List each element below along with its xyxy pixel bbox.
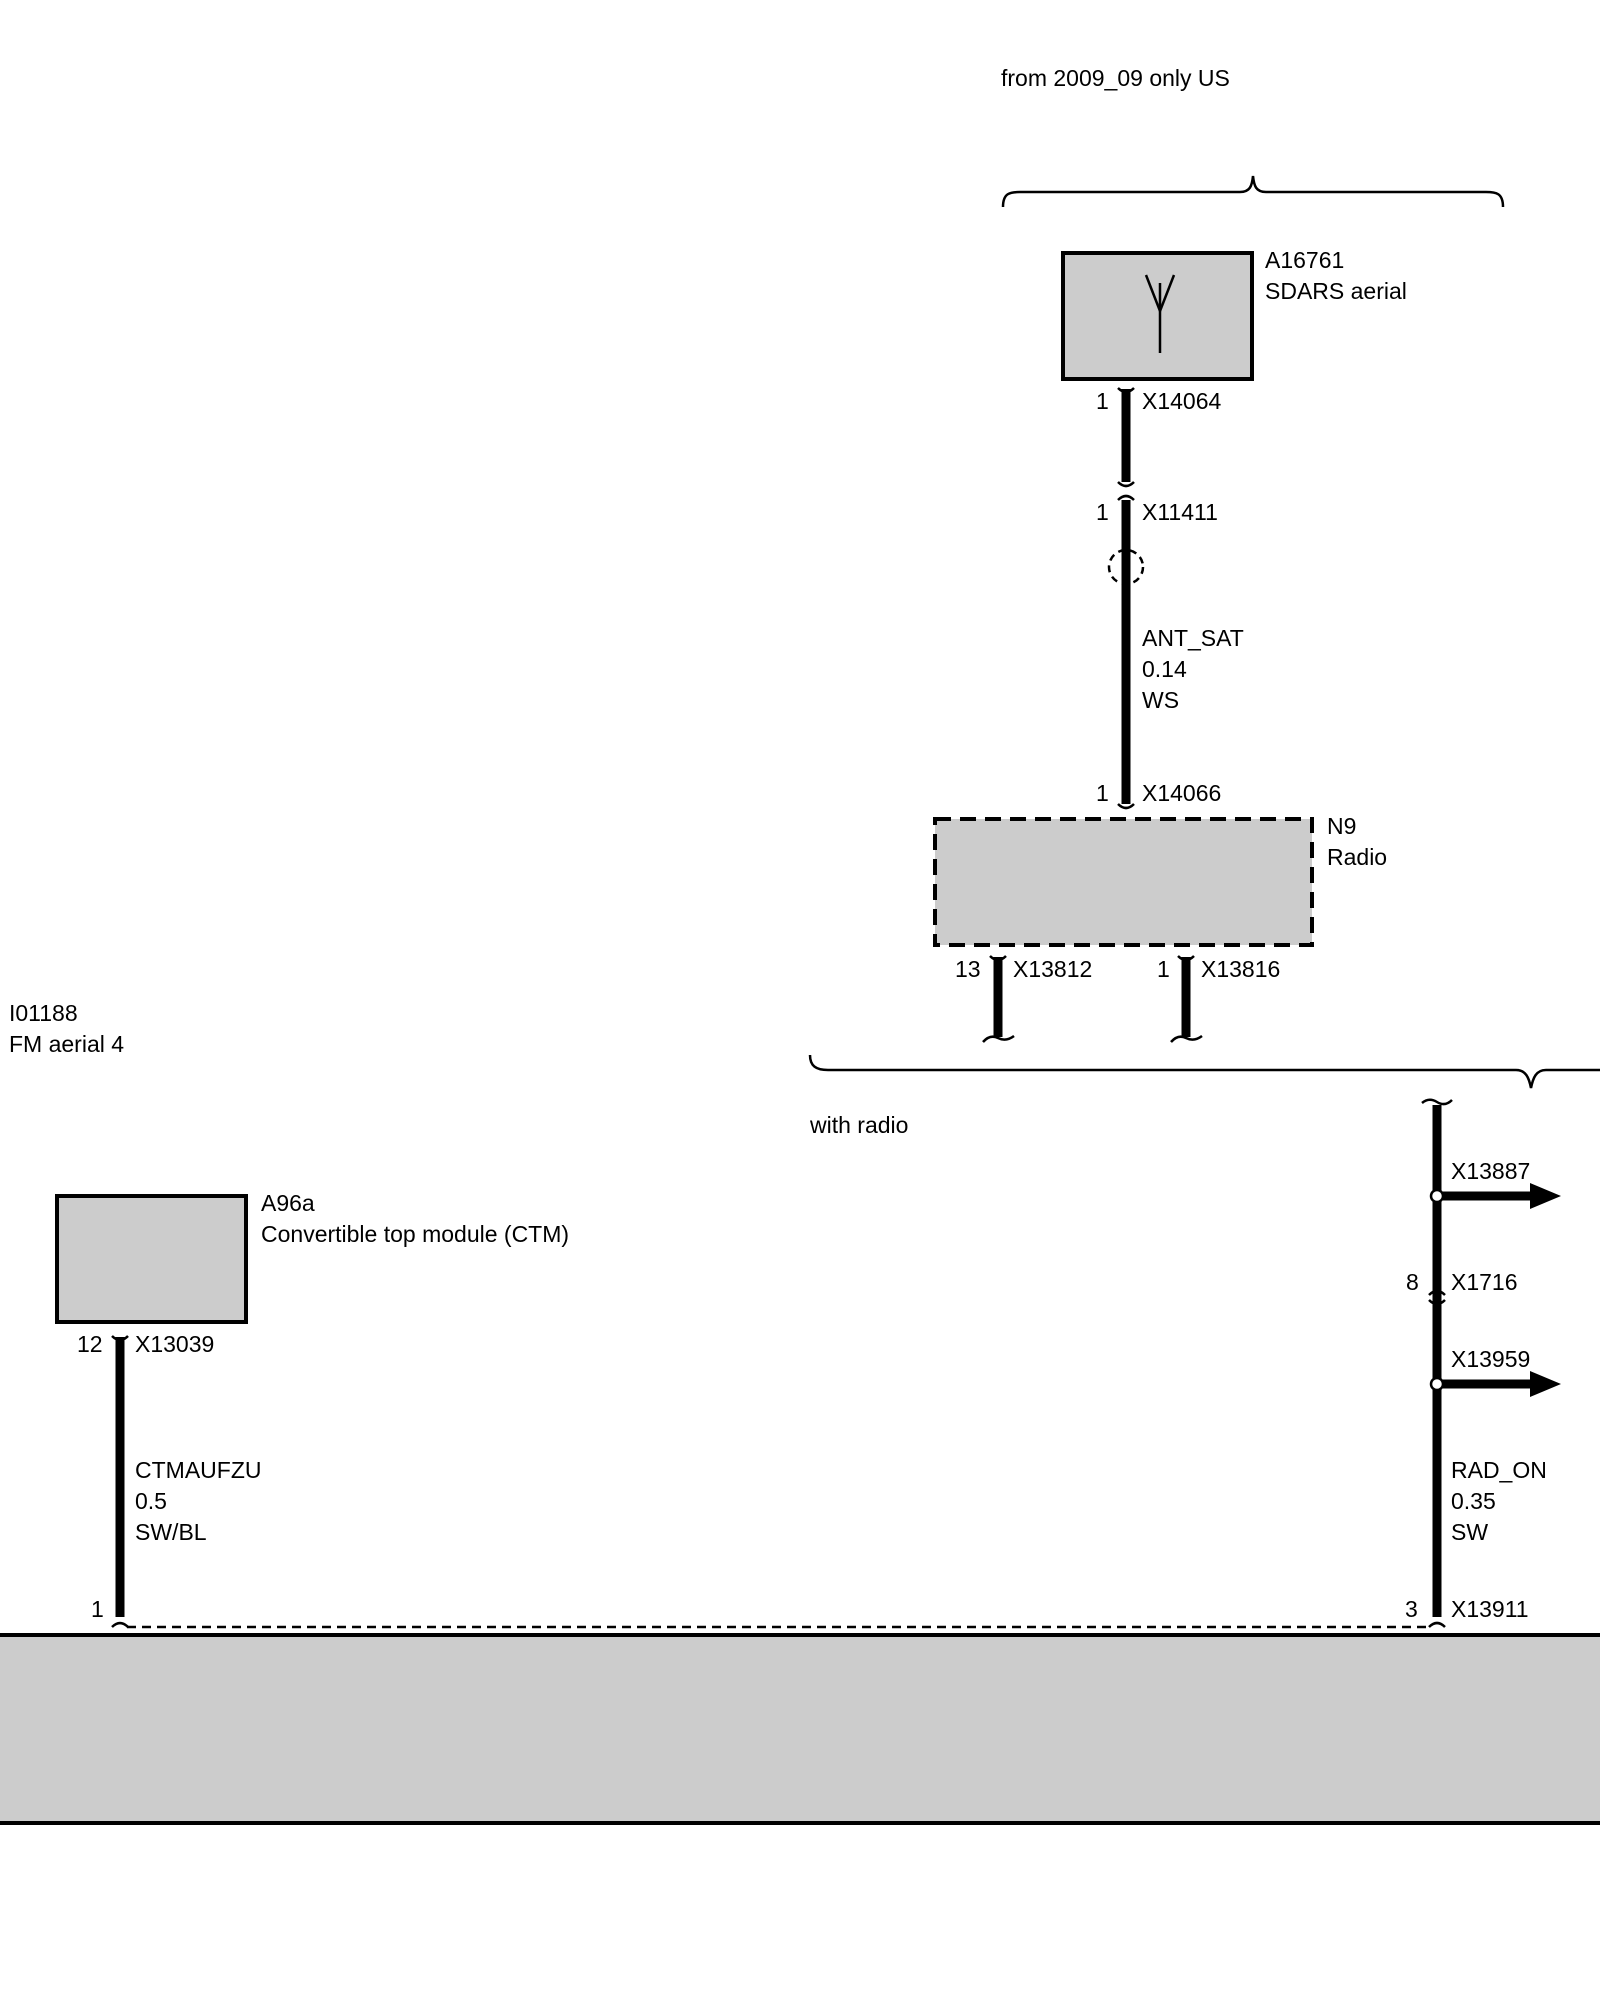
diagram-title: FM aerial 4 <box>9 1031 124 1057</box>
pin-x13812: 13 <box>955 956 981 982</box>
conn-x13887: X13887 <box>1451 1158 1530 1184</box>
pin-ctm-bottom: 1 <box>91 1596 104 1622</box>
bottom-component-box <box>0 1633 1600 1825</box>
sdars-code: A16761 <box>1265 247 1344 273</box>
wire-size-ctmaufzu: 0.5 <box>135 1488 167 1514</box>
variant-label-radio: with radio <box>809 1112 908 1138</box>
wire-signal-ant-sat: ANT_SAT <box>1142 625 1244 651</box>
shield-marker <box>1107 548 1145 586</box>
conn-x14064: X14064 <box>1142 388 1222 414</box>
variant-bracket-top <box>1001 175 1505 208</box>
variant-label-top: from 2009_09 only US <box>1001 65 1230 91</box>
radio-box <box>933 817 1314 947</box>
pin-x14064: 1 <box>1096 388 1109 414</box>
radio-code: N9 <box>1327 813 1356 839</box>
radio-name: Radio <box>1327 844 1387 870</box>
sdars-aerial-box <box>1061 251 1254 381</box>
conn-x14066: X14066 <box>1142 780 1221 806</box>
conn-x13959: X13959 <box>1451 1346 1530 1372</box>
sdars-name: SDARS aerial <box>1265 278 1407 304</box>
ctm-box <box>55 1194 248 1324</box>
variant-bracket-radio <box>808 1054 1600 1089</box>
pin-x13816: 1 <box>1157 956 1170 982</box>
diagram-code: I01188 <box>9 1000 78 1026</box>
pin-x13039: 12 <box>77 1331 103 1357</box>
wire-signal-ctmaufzu: CTMAUFZU <box>135 1457 261 1483</box>
conn-x13816: X13816 <box>1201 956 1280 982</box>
wire-color-rad-on: SW <box>1451 1519 1488 1545</box>
pin-x11411: 1 <box>1096 499 1109 525</box>
pin-x14066: 1 <box>1096 780 1109 806</box>
ctm-code: A96a <box>261 1190 315 1216</box>
wire-size-ant-sat: 0.14 <box>1142 656 1187 682</box>
wire-color-ant-sat: WS <box>1142 687 1179 713</box>
wire-size-rad-on: 0.35 <box>1451 1488 1496 1514</box>
conn-x13039: X13039 <box>135 1331 214 1357</box>
wire-color-ctmaufzu: SW/BL <box>135 1519 207 1545</box>
conn-x11411: X11411 <box>1142 499 1218 525</box>
wire-signal-rad-on: RAD_ON <box>1451 1457 1547 1483</box>
conn-x13812: X13812 <box>1013 956 1092 982</box>
conn-x13911: X13911 <box>1451 1596 1529 1622</box>
ctm-name: Convertible top module (CTM) <box>261 1221 569 1247</box>
antenna-icon <box>1144 274 1176 353</box>
pin-x1716: 8 <box>1406 1269 1419 1295</box>
conn-x1716: X1716 <box>1451 1269 1518 1295</box>
pin-x13911: 3 <box>1405 1596 1418 1622</box>
